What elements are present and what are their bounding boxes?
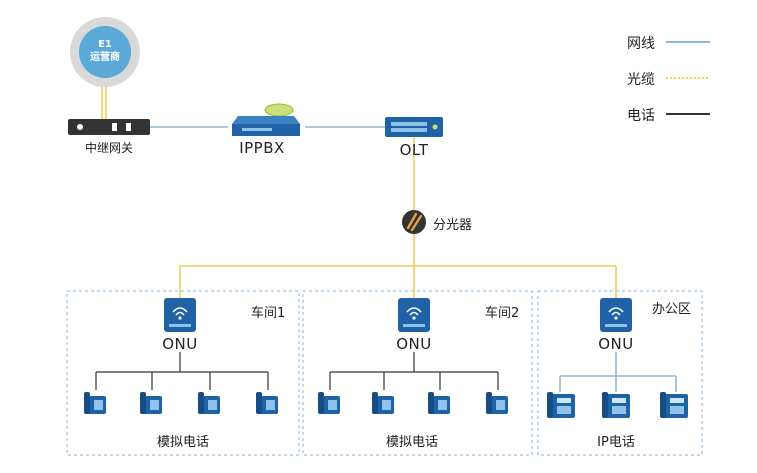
zone-office-box xyxy=(537,290,703,456)
onu-label: ONU xyxy=(598,335,634,353)
ippbx-icon xyxy=(232,103,300,136)
analog-phone-icon xyxy=(256,392,278,414)
analog-phone-icon xyxy=(486,392,508,414)
ip-phone-icon xyxy=(547,392,575,418)
analog-phone-icon xyxy=(140,392,162,414)
ip-phone-icon xyxy=(602,392,630,418)
olt-icon xyxy=(385,117,443,137)
carrier-label-line2: 运营商 xyxy=(90,50,120,63)
carrier-label-line1: E1 xyxy=(98,39,112,50)
zone-office-title: 办公区 xyxy=(652,302,692,317)
carrier-icon: E1 运营商 xyxy=(70,17,140,87)
ip-phone-icon xyxy=(660,392,688,418)
analog-phone-icon xyxy=(318,392,340,414)
ippbx-label: IPPBX xyxy=(239,139,285,157)
analog-phone-icon xyxy=(84,392,106,414)
analog-phones-label: 模拟电话 xyxy=(385,435,439,450)
phone-lines xyxy=(95,352,499,390)
analog-phone-icon xyxy=(198,392,220,414)
network-lines xyxy=(150,126,677,392)
zone-workshop1-box xyxy=(66,290,300,456)
onu-icon xyxy=(164,298,196,332)
analog-phone-icon xyxy=(428,392,450,414)
zone-workshop2-title: 车间2 xyxy=(485,306,520,321)
trunk-gateway-icon xyxy=(68,119,150,135)
legend-fiber-label: 光缆 xyxy=(627,72,655,88)
legend-network-label: 网线 xyxy=(627,36,655,52)
analog-phones-label: 模拟电话 xyxy=(156,435,210,450)
onu-label: ONU xyxy=(162,335,198,353)
olt-label: OLT xyxy=(399,141,429,159)
zone-workshop1-title: 车间1 xyxy=(251,306,286,321)
ip-phones-label: IP电话 xyxy=(597,435,635,450)
trunk-gateway-label: 中继网关 xyxy=(84,141,134,155)
onu-icon xyxy=(398,298,430,332)
splitter-icon xyxy=(402,210,426,234)
legend-phone-label: 电话 xyxy=(627,108,655,124)
analog-phone-icon xyxy=(372,392,394,414)
onu-label: ONU xyxy=(396,335,432,353)
onu-icon xyxy=(600,298,632,332)
legend-swatches xyxy=(666,41,710,115)
zone-workshop2-box xyxy=(302,290,533,456)
fiber-lines xyxy=(101,84,617,299)
splitter-label: 分光器 xyxy=(433,218,473,233)
